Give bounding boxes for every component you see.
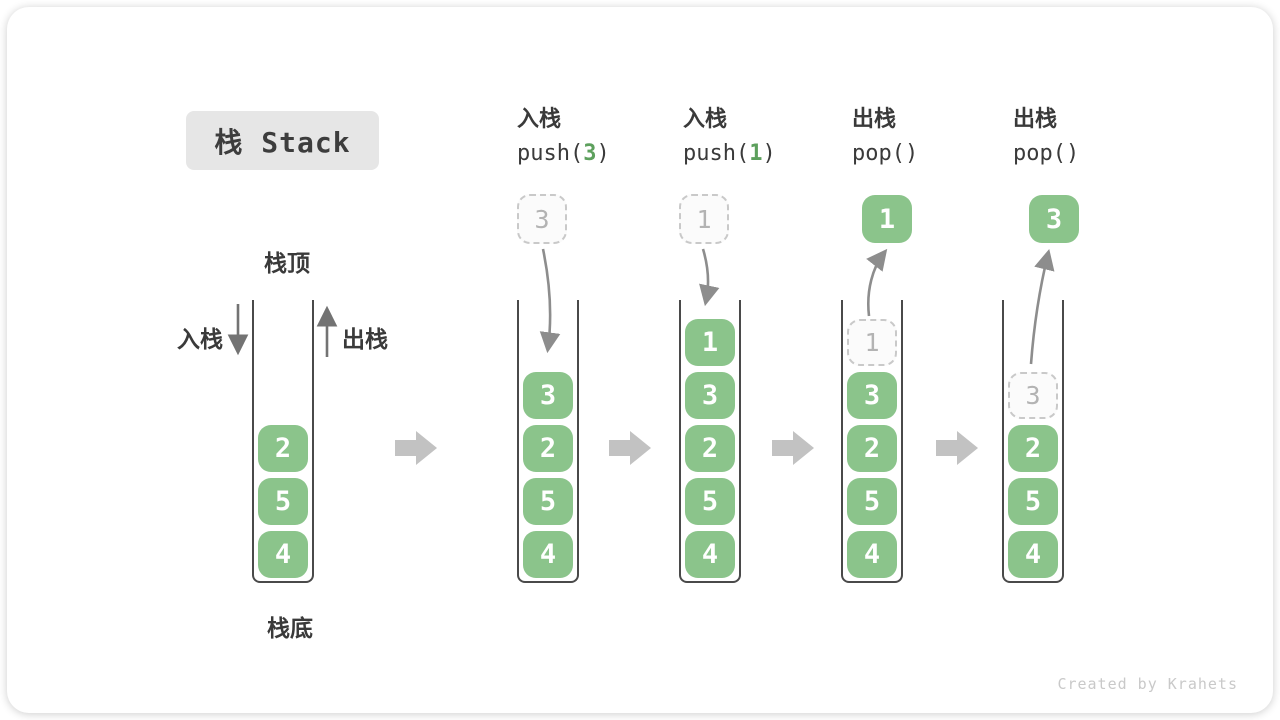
stack-state-3: 1 3 2 5 4	[679, 300, 741, 583]
stack-cell: 4	[847, 531, 897, 578]
stack-cell-ghost: 3	[1008, 372, 1058, 419]
stack-cell: 2	[258, 425, 308, 472]
stack-bottom-label: 栈底	[267, 616, 313, 642]
op-name: 出栈	[852, 107, 897, 132]
code-close: )	[904, 141, 919, 166]
stack-state-1: 2 5 4	[252, 300, 314, 583]
stack-cell: 2	[847, 425, 897, 472]
stack-cell: 5	[523, 478, 573, 525]
stack-top-label: 栈顶	[264, 251, 310, 277]
stack-cell: 2	[1008, 425, 1058, 472]
code-fn: push(	[683, 141, 750, 166]
stack-cell: 1	[685, 319, 735, 366]
credit-text: Created by Krahets	[1057, 675, 1238, 693]
stack-state-2: 3 2 5 4	[517, 300, 579, 583]
stack-cell: 5	[1008, 478, 1058, 525]
stack-cell: 3	[523, 372, 573, 419]
stack-cell: 2	[685, 425, 735, 472]
op-code: pop()	[852, 139, 1022, 169]
code-close: )	[1065, 141, 1080, 166]
op-code: push(1)	[683, 139, 853, 169]
op-header-pop-3: 出栈 pop()	[1013, 105, 1183, 169]
op-name: 入栈	[517, 107, 562, 132]
op-name: 出栈	[1013, 107, 1058, 132]
diagram-title: 栈 Stack	[186, 111, 379, 170]
stack-cell: 3	[847, 372, 897, 419]
incoming-value-box: 3	[517, 194, 567, 244]
stack-state-5: 3 2 5 4	[1002, 300, 1064, 583]
op-code: pop()	[1013, 139, 1183, 169]
stack-cell: 5	[685, 478, 735, 525]
code-fn: pop(	[1013, 141, 1066, 166]
code-fn: pop(	[852, 141, 905, 166]
code-arg: 1	[749, 141, 763, 166]
popped-value-box: 1	[862, 195, 912, 243]
pop-side-label: 出栈	[342, 327, 388, 353]
stack-cell: 2	[523, 425, 573, 472]
code-fn: push(	[517, 141, 584, 166]
stack-state-4: 1 3 2 5 4	[841, 300, 903, 583]
op-name: 入栈	[683, 107, 728, 132]
stack-cell: 5	[847, 478, 897, 525]
code-close: )	[596, 141, 610, 166]
stack-cell: 4	[1008, 531, 1058, 578]
stack-cell-ghost: 1	[847, 319, 897, 366]
popped-value-box: 3	[1029, 195, 1079, 243]
code-close: )	[762, 141, 776, 166]
stack-cell: 4	[685, 531, 735, 578]
op-code: push(3)	[517, 139, 687, 169]
op-header-push-3: 入栈 push(3)	[517, 105, 687, 169]
stack-cell: 5	[258, 478, 308, 525]
stack-cell: 3	[685, 372, 735, 419]
incoming-value-box: 1	[679, 194, 729, 244]
stack-cell: 4	[258, 531, 308, 578]
stack-cell: 4	[523, 531, 573, 578]
push-side-label: 入栈	[177, 327, 223, 353]
op-header-push-1: 入栈 push(1)	[683, 105, 853, 169]
code-arg: 3	[583, 141, 597, 166]
op-header-pop-1: 出栈 pop()	[852, 105, 1022, 169]
